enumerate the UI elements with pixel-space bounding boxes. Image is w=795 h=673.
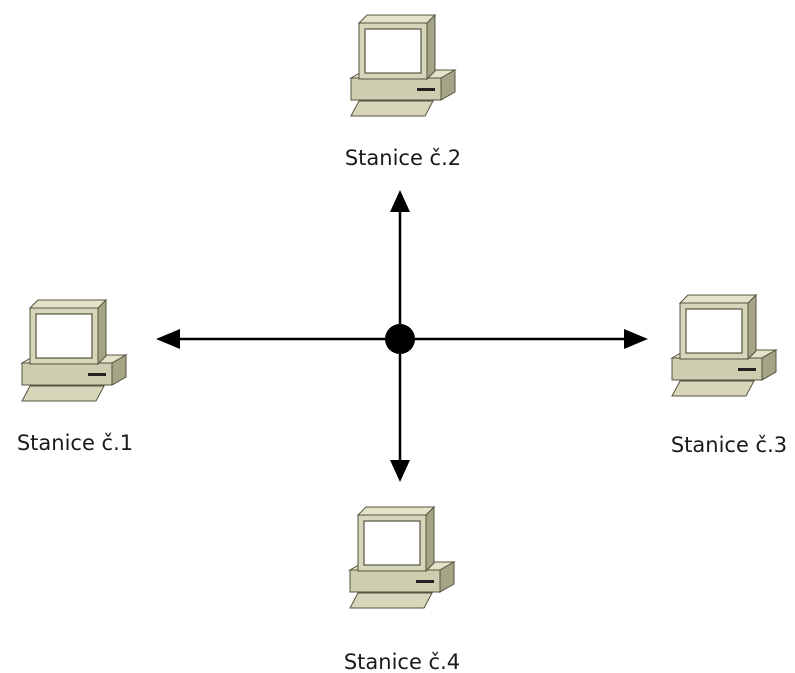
station-1-label: Stanice č.1 [17, 431, 133, 455]
station-2: Stanice č.2 [345, 14, 461, 170]
desktop-computer-icon [350, 14, 456, 117]
arrowhead-left-icon [156, 329, 180, 349]
links [156, 190, 648, 482]
station-3: Stanice č.3 [671, 294, 787, 457]
station-3-label: Stanice č.3 [671, 433, 787, 457]
station-2-label: Stanice č.2 [345, 146, 461, 170]
arrowhead-down-icon [390, 460, 410, 482]
station-1: Stanice č.1 [17, 299, 133, 455]
desktop-computer-icon [349, 506, 455, 609]
desktop-computer-icon [671, 294, 777, 397]
station-4: Stanice č.4 [344, 506, 460, 673]
arrowhead-up-icon [390, 190, 410, 212]
arrowhead-right-icon [624, 329, 648, 349]
desktop-computer-icon [21, 299, 127, 402]
station-4-label: Stanice č.4 [344, 650, 460, 673]
hub-node-icon [385, 324, 415, 354]
